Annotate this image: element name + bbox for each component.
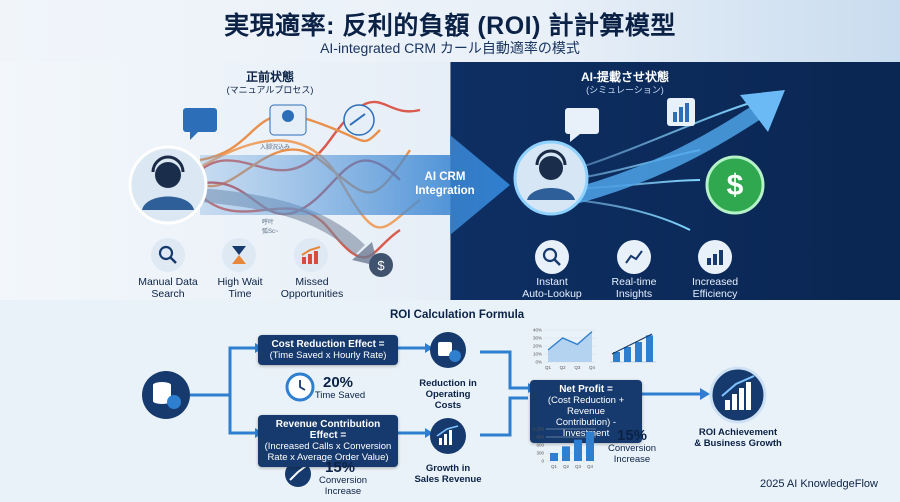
user-icon <box>282 110 294 122</box>
bar <box>574 439 582 461</box>
dollar-small-icon <box>369 253 393 277</box>
svg-text:$: $ <box>377 258 385 273</box>
formula-heading: ROI Calculation Formula <box>390 309 525 321</box>
time-saved-label: Time Saved <box>314 390 366 401</box>
title-band <box>0 0 900 62</box>
chat-icon-right <box>565 108 599 134</box>
area-fill <box>548 331 592 362</box>
operating-cost-label: Reduction in Operating Costs <box>419 378 477 411</box>
bar <box>646 335 653 362</box>
note-1: 入脚況込み <box>260 145 291 151</box>
cost-box-title: Cost Reduction Effect = <box>271 339 385 350</box>
ai-crm-integration-label: AI CRM Integration <box>415 171 475 197</box>
instant-lookup-icon <box>535 240 569 274</box>
bar <box>550 453 558 461</box>
bar <box>624 347 631 362</box>
sales-revenue-label: Growth in Sales Revenue <box>414 463 482 485</box>
revenue-pct-label: Conversion Increase <box>318 475 368 497</box>
revenue-box-body: (Increased Calls x Conversion Rate x Ave… <box>264 441 392 463</box>
y-tick-label: 900 <box>536 435 544 440</box>
bar-chart-icon <box>698 240 732 274</box>
time-saved-value: 20% <box>322 374 354 391</box>
x-tick-label: Q3 <box>575 464 582 469</box>
page-subtitle: AI-integrated CRM カール自動適率の模式 <box>320 40 580 56</box>
revenue-contribution-box: Revenue Contribution Effect = (Increased… <box>258 415 398 467</box>
missed-opportunities-label: Missed Opportunities <box>280 276 344 300</box>
chat-icon <box>183 108 217 132</box>
y-tick-label: 600 <box>536 443 544 448</box>
agent-after-icon <box>513 140 589 216</box>
growth-chart-icon <box>430 418 466 454</box>
database-icon <box>142 371 190 419</box>
real-time-insights-label: Real-time Insights <box>611 276 657 300</box>
note-2: 呼叶 弧Sc~ <box>262 220 279 235</box>
after-subheading: (シミュレーション) <box>586 85 664 95</box>
page-title: 実現適率: 反利的負額 (ROI) 計計算模型 <box>224 12 676 40</box>
y-tick-label: 40% <box>533 328 542 333</box>
net-box-title: Net Profit = <box>559 384 613 395</box>
bar <box>613 352 620 362</box>
roi-achievement-icon <box>709 366 767 424</box>
bar-chart-mini-2: 1,200 900 600 300 0Q1 Q2 Q3 Q4 <box>533 427 596 469</box>
y-tick-label: 300 <box>536 451 544 456</box>
y-tick-label: 30% <box>533 336 542 341</box>
y-tick-label: 0% <box>535 360 542 365</box>
bar <box>586 431 594 461</box>
transformation-illustration: $ $ <box>128 90 785 277</box>
trend-chart-icon <box>294 238 328 272</box>
bar <box>635 342 642 362</box>
x-tick-label: Q2 <box>563 464 570 469</box>
y-tick-label: 1,200 <box>533 427 545 432</box>
hourglass-icon <box>222 238 256 272</box>
conversion-trend-icon <box>285 461 311 487</box>
clock-icon <box>285 372 315 402</box>
area-chart-mini: 40% 30% 20% 10% 0%Q1 Q2 Q3 Q4 <box>533 328 596 370</box>
x-tick-label: Q1 <box>551 464 558 469</box>
x-tick-label: Q2 <box>560 365 567 370</box>
gauge-icon <box>343 104 375 136</box>
x-tick-label: Q1 <box>545 365 552 370</box>
series-line <box>547 331 593 351</box>
instant-auto-lookup-label: Instant Auto-Lookup <box>522 276 582 300</box>
x-tick-label: Q4 <box>587 464 594 469</box>
revenue-pct-value: 15% <box>324 459 356 476</box>
formula-flow-arrows <box>142 332 767 487</box>
trend-arrow <box>611 333 653 355</box>
before-subheading: (マニュアルプロセス) <box>226 85 314 95</box>
bar-chart-mini <box>610 333 656 363</box>
revenue-box-title: Revenue Contribution Effect = <box>275 419 381 441</box>
dollar-big-icon <box>705 155 765 215</box>
ai-integration-arrow <box>200 135 510 235</box>
right-pct-label: Conversion Increase <box>607 443 657 465</box>
x-tick-label: Q4 <box>589 365 596 370</box>
magnifier-icon <box>151 238 185 272</box>
cost-reduction-box: Cost Reduction Effect = (Time Saved x Ho… <box>258 335 398 365</box>
manual-data-search-label: Manual Data Search <box>138 276 198 300</box>
before-heading: 正前状態 <box>245 70 294 84</box>
after-heading: AI-提載させ状態 <box>581 70 669 84</box>
coins-icon <box>430 332 466 368</box>
y-tick-label: 10% <box>533 352 542 357</box>
bar <box>562 446 570 461</box>
y-tick-label: 0 <box>541 459 544 464</box>
y-tick-label: 20% <box>533 344 542 349</box>
cost-box-body: (Time Saved x Hourly Rate) <box>269 350 387 361</box>
roi-achievement-label: ROI Achievement & Business Growth <box>694 427 782 449</box>
x-tick-label: Q3 <box>574 365 581 370</box>
line-chart-icon <box>617 240 651 274</box>
right-pct-value: 15% <box>616 427 648 444</box>
increased-efficiency-label: Increased Efficiency <box>691 276 739 300</box>
high-wait-time-label: High Wait Time <box>217 276 263 300</box>
footer-credit: 2025 AI KnowledgeFlow <box>759 478 878 490</box>
agent-before-icon <box>128 145 208 225</box>
svg-text:$: $ <box>727 169 744 202</box>
